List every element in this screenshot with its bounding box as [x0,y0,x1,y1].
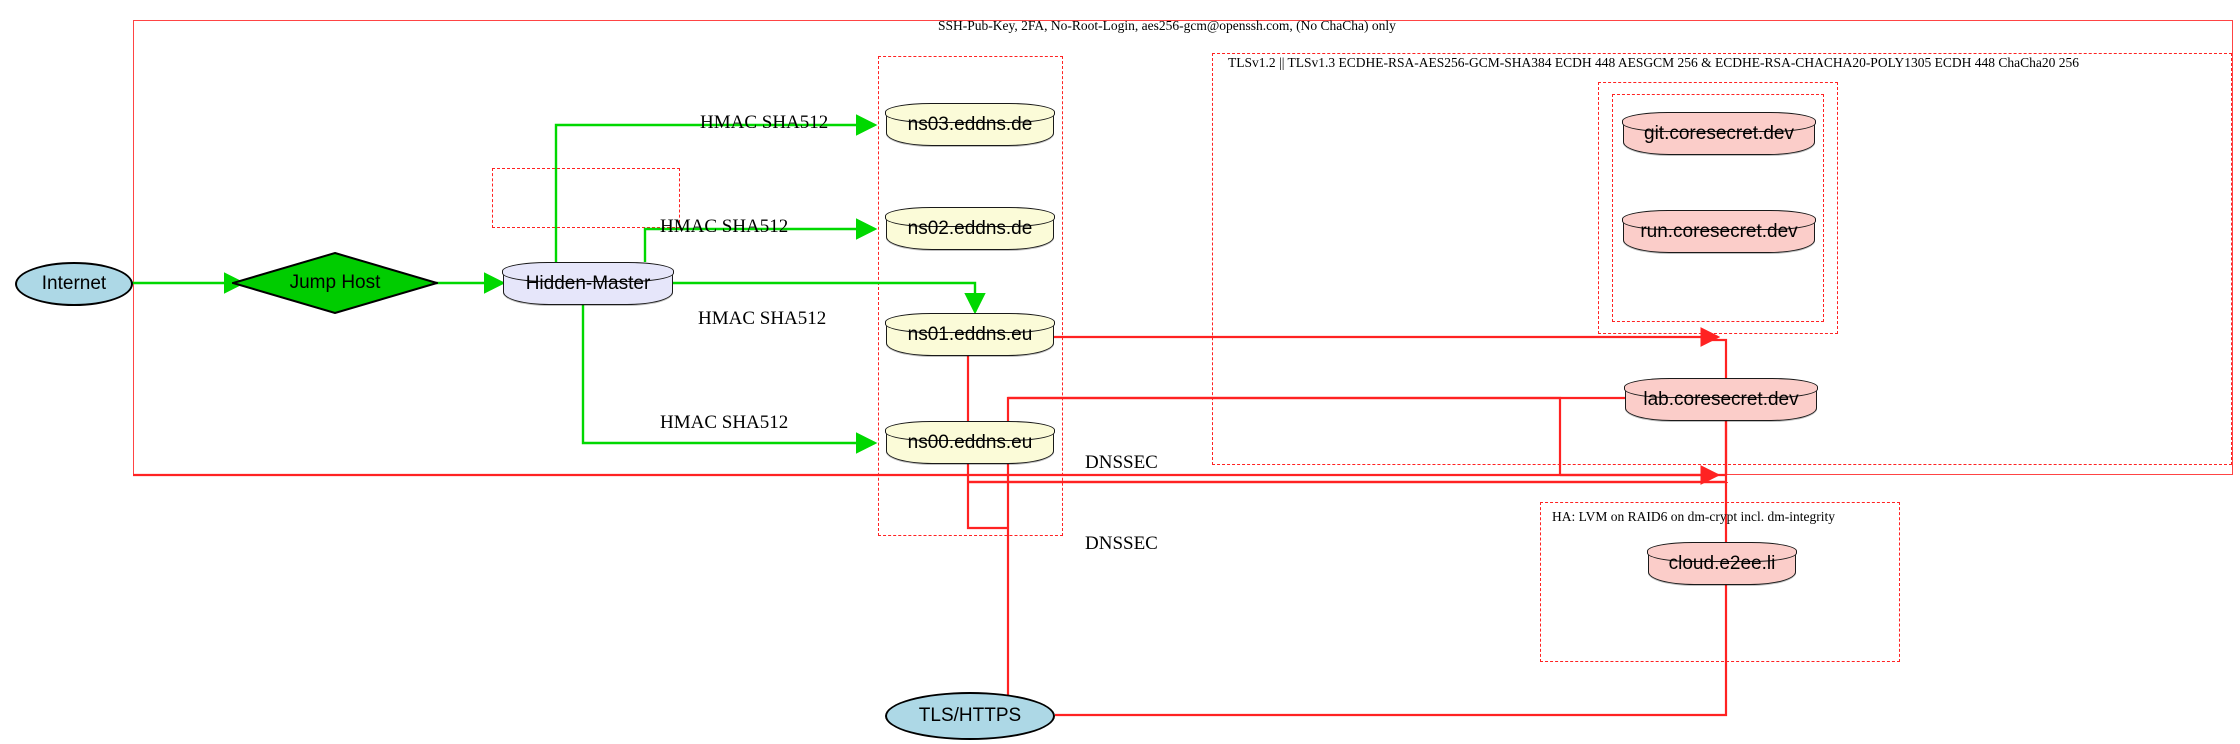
node-hidden-master[interactable]: Hidden-Master [502,262,674,305]
node-ns01[interactable]: ns01.eddns.eu [885,313,1055,356]
node-ns00-label: ns00.eddns.eu [907,432,1033,453]
diamond-shape [232,252,438,314]
node-ns02[interactable]: ns02.eddns.de [885,207,1055,250]
edge-label-hmac-ns02: HMAC SHA512 [660,216,789,237]
node-lab-coresecret-label: lab.coresecret.dev [1643,389,1799,410]
banner-ha-policy: HA: LVM on RAID6 on dm-crypt incl. dm-in… [1552,509,1835,524]
edge-label-hmac-ns00: HMAC SHA512 [660,412,789,433]
cluster-nameservers [878,56,1063,536]
banner-tls-policy: TLSv1.2 || TLSv1.3 ECDHE-RSA-AES256-GCM-… [1228,55,2079,70]
node-ns03[interactable]: ns03.eddns.de [885,103,1055,146]
node-lab-coresecret[interactable]: lab.coresecret.dev [1624,378,1818,421]
cluster-ha [1540,502,1900,662]
node-ns00[interactable]: ns00.eddns.eu [885,421,1055,464]
node-hidden-master-label: Hidden-Master [525,273,651,294]
node-jump-host[interactable]: Jump Host [232,252,438,314]
node-ns02-label: ns02.eddns.de [907,218,1033,239]
node-ns01-label: ns01.eddns.eu [907,324,1033,345]
cluster-hidden-master [492,168,680,228]
node-run-coresecret-label: run.coresecret.dev [1640,221,1798,242]
node-ns03-label: ns03.eddns.de [907,114,1033,135]
cluster-coresecret-inner [1612,94,1824,322]
node-cloud-e2ee[interactable]: cloud.e2ee.li [1647,542,1797,585]
edge-label-hmac-ns01: HMAC SHA512 [698,308,827,329]
node-tls-https[interactable]: TLS/HTTPS [885,692,1055,740]
node-internet[interactable]: Internet [15,262,133,306]
node-git-coresecret-label: git.coresecret.dev [1644,123,1794,144]
node-run-coresecret[interactable]: run.coresecret.dev [1622,210,1816,253]
node-git-coresecret[interactable]: git.coresecret.dev [1622,112,1816,155]
edge-label-dnssec-lower: DNSSEC [1085,533,1158,554]
banner-ssh-policy: SSH-Pub-Key, 2FA, No-Root-Login, aes256-… [938,18,1396,33]
node-cloud-e2ee-label: cloud.e2ee.li [1668,553,1776,574]
edge-label-hmac-ns03: HMAC SHA512 [700,112,829,133]
cluster-tls-outer [1212,53,2232,465]
edge-label-dnssec-upper: DNSSEC [1085,452,1158,473]
node-tls-https-label: TLS/HTTPS [918,705,1022,726]
node-internet-label: Internet [41,273,107,294]
